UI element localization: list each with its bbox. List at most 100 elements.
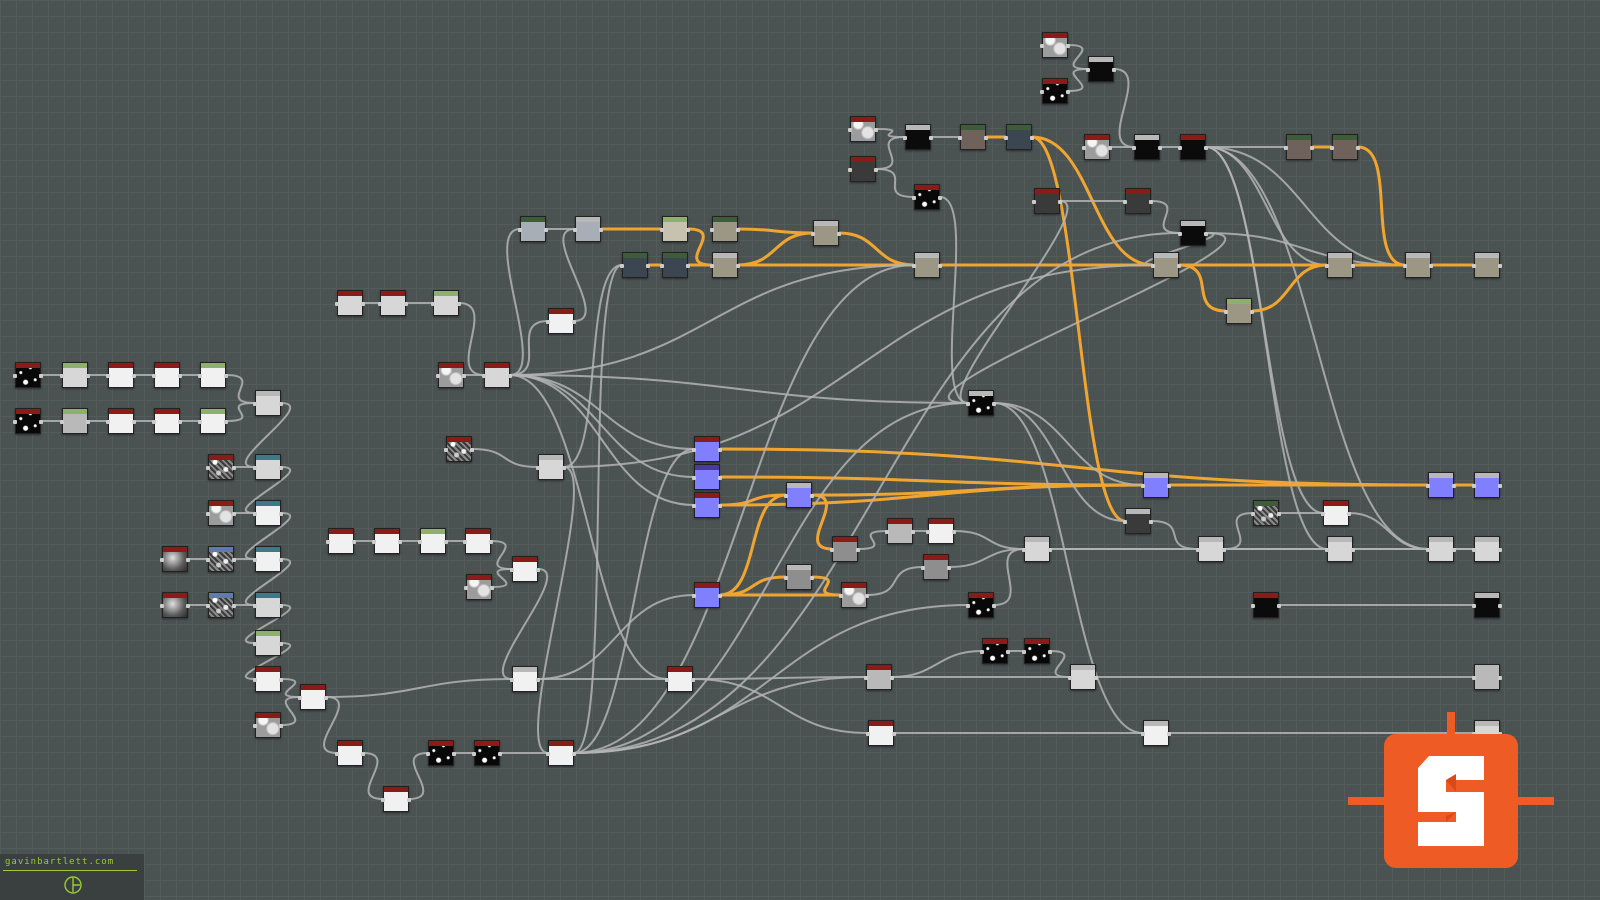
node-input-port[interactable] (1321, 512, 1325, 516)
node-input-port[interactable] (1022, 650, 1026, 654)
node-input-port[interactable] (378, 302, 382, 306)
node-output-port[interactable] (892, 732, 896, 736)
graph-node[interactable] (60, 362, 90, 388)
node-output-port[interactable] (810, 494, 814, 498)
node-input-port[interactable] (206, 512, 210, 516)
graph-node[interactable] (692, 492, 722, 518)
graph-node[interactable] (253, 546, 283, 572)
node-input-port[interactable] (1178, 232, 1182, 236)
node-output-port[interactable] (572, 752, 576, 756)
graph-node[interactable] (253, 630, 283, 656)
graph-node[interactable] (106, 408, 136, 434)
graph-node[interactable] (1040, 78, 1070, 104)
graph-node[interactable] (426, 740, 456, 766)
graph-node[interactable] (980, 638, 1010, 664)
node-output-port[interactable] (1222, 548, 1226, 552)
graph-node[interactable] (926, 518, 956, 544)
node-output-port[interactable] (874, 128, 878, 132)
graph-node[interactable] (1472, 592, 1502, 618)
node-input-port[interactable] (253, 402, 257, 406)
node-input-port[interactable] (372, 540, 376, 544)
node-output-port[interactable] (874, 168, 878, 172)
graph-node[interactable] (381, 786, 411, 812)
node-input-port[interactable] (518, 228, 522, 232)
graph-node[interactable] (1141, 472, 1171, 498)
graph-node[interactable] (784, 564, 814, 590)
node-output-port[interactable] (1006, 650, 1010, 654)
graph-node[interactable] (966, 390, 996, 416)
node-input-port[interactable] (1284, 146, 1288, 150)
graph-node[interactable] (784, 482, 814, 508)
graph-node[interactable] (1426, 472, 1456, 498)
node-output-port[interactable] (186, 558, 190, 562)
graph-node[interactable] (848, 116, 878, 142)
node-input-port[interactable] (830, 548, 834, 552)
node-output-port[interactable] (938, 196, 942, 200)
node-input-port[interactable] (1426, 548, 1430, 552)
node-input-port[interactable] (160, 558, 164, 562)
node-input-port[interactable] (912, 264, 916, 268)
node-input-port[interactable] (784, 576, 788, 580)
node-output-port[interactable] (178, 374, 182, 378)
node-output-port[interactable] (1177, 264, 1181, 268)
node-output-port[interactable] (361, 752, 365, 756)
node-input-port[interactable] (1151, 264, 1155, 268)
node-input-port[interactable] (1132, 146, 1136, 150)
graph-node[interactable] (13, 408, 43, 434)
node-output-port[interactable] (279, 642, 283, 646)
graph-node[interactable] (903, 124, 933, 150)
node-output-port[interactable] (1277, 512, 1281, 516)
node-input-port[interactable] (1032, 200, 1036, 204)
node-input-port[interactable] (692, 476, 696, 480)
node-input-port[interactable] (811, 232, 815, 236)
node-input-port[interactable] (546, 752, 550, 756)
node-input-port[interactable] (510, 568, 514, 572)
graph-node[interactable] (1123, 188, 1153, 214)
graph-node[interactable] (912, 252, 942, 278)
node-output-port[interactable] (1149, 200, 1153, 204)
node-output-port[interactable] (1094, 676, 1098, 680)
node-input-port[interactable] (482, 374, 486, 378)
graph-node[interactable] (253, 390, 283, 416)
node-input-port[interactable] (160, 604, 164, 608)
node-output-port[interactable] (646, 264, 650, 268)
node-output-port[interactable] (1498, 676, 1502, 680)
graph-node[interactable] (326, 528, 356, 554)
graph-node[interactable] (510, 556, 540, 582)
node-output-port[interactable] (279, 466, 283, 470)
graph-node[interactable] (1224, 298, 1254, 324)
node-output-port[interactable] (1167, 484, 1171, 488)
graph-node[interactable] (436, 362, 466, 388)
node-input-port[interactable] (1040, 90, 1044, 94)
node-output-port[interactable] (1058, 200, 1062, 204)
node-input-port[interactable] (536, 466, 540, 470)
node-input-port[interactable] (60, 374, 64, 378)
node-output-port[interactable] (1158, 146, 1162, 150)
node-input-port[interactable] (1123, 520, 1127, 524)
graph-node[interactable] (510, 666, 540, 692)
graph-node[interactable] (298, 684, 328, 710)
graph-node[interactable] (60, 408, 90, 434)
graph-node[interactable] (418, 528, 448, 554)
graph-node[interactable] (866, 720, 896, 746)
node-input-port[interactable] (510, 678, 514, 682)
graph-node[interactable] (1132, 134, 1162, 160)
node-input-port[interactable] (1082, 146, 1086, 150)
node-output-port[interactable] (279, 558, 283, 562)
graph-node[interactable] (1472, 664, 1502, 690)
node-output-port[interactable] (232, 466, 236, 470)
node-input-port[interactable] (206, 604, 210, 608)
node-input-port[interactable] (326, 540, 330, 544)
graph-node[interactable] (1123, 508, 1153, 534)
node-output-port[interactable] (1204, 232, 1208, 236)
graph-node[interactable] (206, 592, 236, 618)
node-output-port[interactable] (324, 696, 328, 700)
node-input-port[interactable] (152, 420, 156, 424)
node-output-port[interactable] (86, 374, 90, 378)
graph-node[interactable] (660, 252, 690, 278)
node-input-port[interactable] (381, 798, 385, 802)
graph-node[interactable] (152, 408, 182, 434)
graph-node[interactable] (335, 740, 365, 766)
node-output-port[interactable] (279, 724, 283, 728)
node-input-port[interactable] (1224, 310, 1228, 314)
